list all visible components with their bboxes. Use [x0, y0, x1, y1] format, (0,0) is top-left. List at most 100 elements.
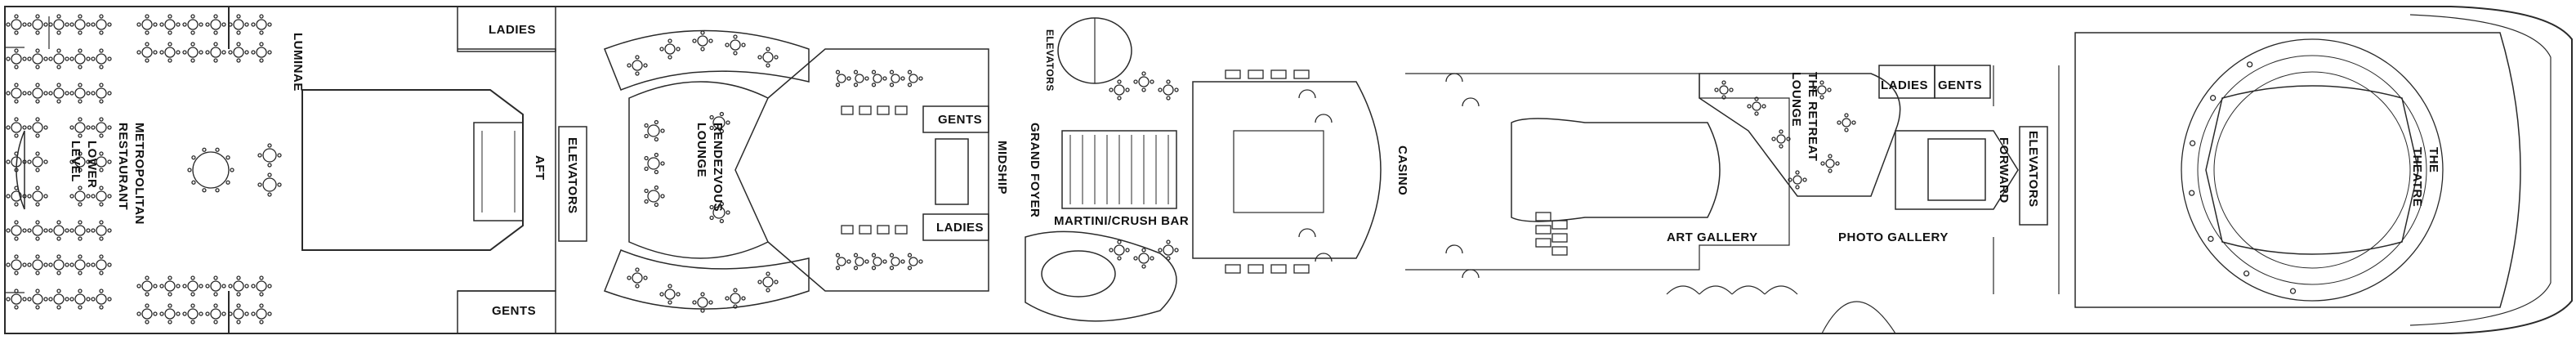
ladies-room-aft	[457, 6, 556, 52]
casino-table-icon	[1298, 89, 1316, 99]
elevators-fwd-label: ELEVATORS	[2026, 131, 2040, 208]
table-icon	[644, 185, 665, 208]
table-icon	[1837, 113, 1856, 132]
table-icon	[27, 289, 48, 310]
table-icon	[6, 254, 27, 275]
midship-stair	[935, 138, 969, 205]
ladies-aft-label: LADIES	[489, 23, 537, 37]
lower-level-well	[16, 130, 25, 210]
table-icon	[159, 303, 181, 324]
table-icon	[251, 14, 272, 35]
table-icon	[2289, 288, 2297, 294]
table-icon	[27, 254, 48, 275]
table-icon	[6, 220, 27, 241]
table-icon	[889, 253, 905, 271]
table-icon	[1109, 239, 1130, 261]
table-icon	[1535, 225, 1551, 235]
theatre-seating-outer	[2181, 38, 2444, 302]
table-icon	[1293, 69, 1310, 79]
table-icon	[1158, 79, 1179, 101]
metropolitan-restaurant-label: METROPOLITAN RESTAURANT	[116, 123, 146, 225]
table-icon	[27, 151, 48, 172]
martini-bar-label: MARTINI/CRUSH BAR	[1054, 214, 1190, 228]
table-icon	[6, 48, 27, 69]
table-icon	[257, 143, 282, 168]
table-icon	[627, 267, 648, 289]
table-icon	[841, 225, 854, 235]
table-icon	[205, 303, 226, 324]
table-icon	[182, 303, 203, 324]
grand-foyer-staircase	[1061, 130, 1177, 209]
label-line-2: LOUNGE	[694, 123, 708, 178]
table-icon	[1270, 69, 1287, 79]
theatre-stage	[2205, 85, 2419, 255]
photo-gallery-label: PHOTO GALLERY	[1838, 230, 1949, 244]
table-icon	[48, 289, 69, 310]
table-icon	[91, 220, 112, 241]
casino-table-icon	[1462, 269, 1480, 279]
aft-core	[301, 89, 524, 251]
table-icon	[48, 83, 69, 104]
table-icon	[1812, 80, 1832, 100]
table-icon	[1109, 79, 1130, 101]
table-icon	[228, 14, 249, 35]
table-icon	[709, 201, 730, 224]
casino-table-icon	[1315, 253, 1333, 262]
table-icon	[2243, 270, 2250, 277]
table-icon	[228, 303, 249, 324]
table-icon	[709, 111, 730, 134]
elevators-aft-box	[558, 126, 587, 242]
ladies-mid-label: LADIES	[936, 221, 984, 235]
casino-table-icon	[1445, 73, 1463, 83]
table-icon	[835, 253, 851, 271]
table-icon	[871, 69, 887, 87]
table-icon	[27, 14, 48, 35]
table-icon	[1551, 220, 1568, 230]
table-icon	[159, 275, 181, 297]
table-icon	[1820, 154, 1840, 173]
table-icon	[1714, 80, 1734, 100]
table-icon	[1248, 69, 1264, 79]
table-icon	[757, 271, 779, 293]
label-line-1: METROPOLITAN	[132, 123, 146, 225]
table-icon	[251, 303, 272, 324]
table-icon	[182, 14, 203, 35]
label-line-2: LEVEL	[69, 141, 83, 182]
gents-mid-label: GENTS	[938, 113, 983, 127]
table-icon	[69, 14, 91, 35]
table-icon	[251, 42, 272, 63]
table-icon	[159, 14, 181, 35]
table-icon	[2246, 61, 2253, 68]
table-icon	[835, 69, 851, 87]
table-icon	[907, 253, 923, 271]
table-icon	[48, 254, 69, 275]
table-icon	[627, 55, 648, 76]
forward-label: FORWARD	[1997, 137, 2011, 204]
table-icon	[895, 105, 908, 115]
ship-hull-outline	[4, 6, 2573, 334]
table-icon	[895, 225, 908, 235]
rendezvous-top-arc	[604, 29, 810, 91]
table-icon	[841, 105, 854, 115]
table-icon	[1293, 264, 1310, 274]
table-icon	[159, 42, 181, 63]
elevators-aft-label: ELEVATORS	[565, 137, 579, 214]
table-icon	[1158, 239, 1179, 261]
gents-room-fwd	[1934, 65, 1991, 99]
casino-table-icon	[1445, 244, 1463, 254]
retreat-lounge-label: THE RETREAT LOUNGE	[1789, 72, 1819, 161]
table-icon	[1270, 264, 1287, 274]
luminae-label: LUMINAE	[291, 33, 305, 92]
table-icon	[877, 225, 890, 235]
label-line-1: RENDEZVOUS	[711, 123, 725, 212]
table-icon	[1535, 212, 1551, 221]
furniture-layer	[6, 14, 2297, 324]
table-icon	[2208, 235, 2214, 242]
table-icon	[69, 254, 91, 275]
theatre-seating-inner	[2213, 71, 2411, 269]
table-icon	[853, 69, 869, 87]
casino-table-block	[1233, 130, 1324, 213]
theatre-seating-mid	[2197, 55, 2427, 285]
table-icon	[136, 275, 158, 297]
